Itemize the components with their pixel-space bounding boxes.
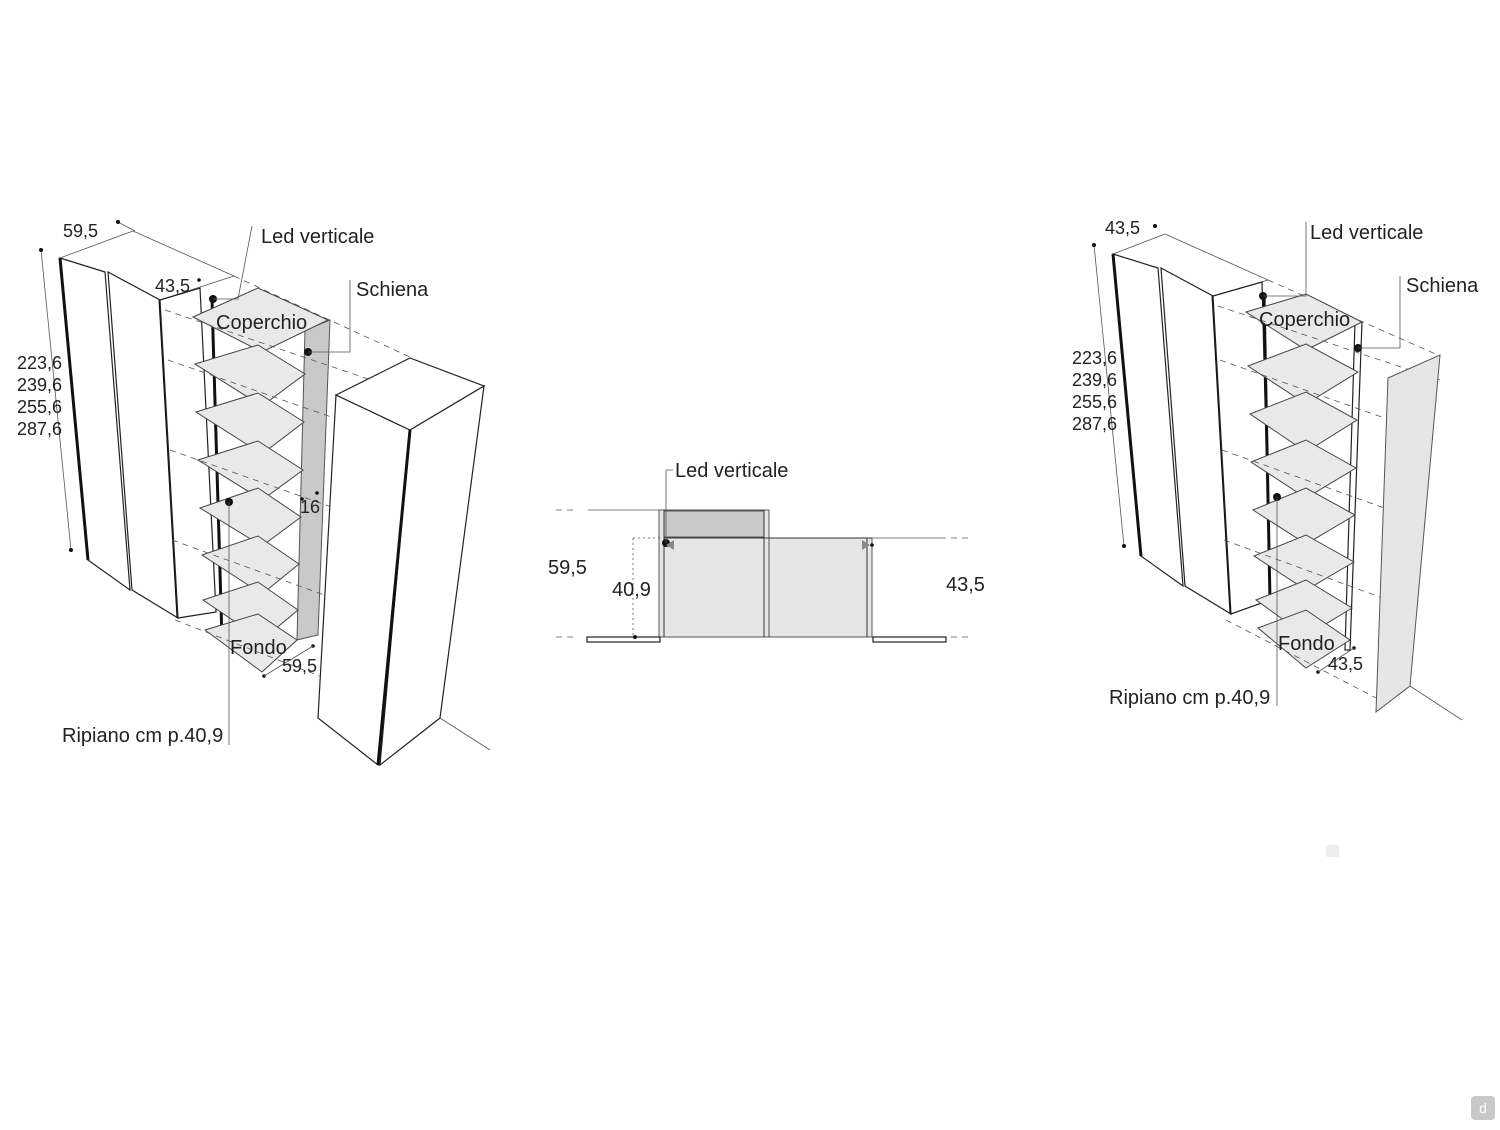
left-led-label: Led verticale <box>261 226 374 248</box>
left-inner-side <box>159 287 217 619</box>
right-top-label: Coperchio <box>1259 309 1350 331</box>
arrow-icon <box>862 540 870 550</box>
shelf <box>1246 343 1360 405</box>
right-height-4: 287,6 <box>1072 414 1117 434</box>
left-height-2: 239,6 <box>17 375 62 395</box>
right-height-3: 255,6 <box>1072 392 1117 412</box>
shelf <box>1249 439 1357 499</box>
depth-guide <box>174 619 331 681</box>
shelf <box>1252 534 1356 591</box>
left-bottom-dim: 59,5 <box>282 656 317 676</box>
back-leader <box>308 280 351 353</box>
depth-guide <box>1223 539 1389 601</box>
shelf <box>194 392 305 455</box>
depth-guide <box>1221 449 1391 511</box>
led-leader <box>665 469 673 543</box>
top-cover <box>191 287 330 353</box>
right-side-panel <box>1375 354 1441 714</box>
arrow-icon <box>666 540 674 550</box>
shelf <box>200 535 300 595</box>
bottom-panel <box>203 613 298 673</box>
dim-dot <box>315 491 319 495</box>
depth-guide <box>171 539 339 601</box>
left-door-plan <box>586 636 661 643</box>
left-bottom-label: Fondo <box>230 637 287 659</box>
left-width-dimension-line <box>117 221 136 232</box>
top-cover <box>1244 293 1364 351</box>
left-height-4: 287,6 <box>17 419 62 439</box>
shelf <box>1248 391 1358 453</box>
left-back-label: Schiena <box>356 279 429 301</box>
led-leader <box>1263 222 1307 297</box>
dim-dot <box>1122 544 1126 548</box>
shelf <box>193 344 306 407</box>
left-top-label: Coperchio <box>216 312 307 334</box>
door-edge <box>1111 253 1143 557</box>
logo-badge: d <box>1471 1096 1495 1120</box>
floor-line <box>439 717 491 751</box>
dim-dot <box>633 635 637 639</box>
center-depth-shelf: 40,9 <box>612 579 651 601</box>
right-led-label: Led verticale <box>1310 222 1423 244</box>
left-side-dim: 16 <box>300 497 320 517</box>
top-dashed-guide <box>1267 279 1441 357</box>
right-cabinet-view: 43,5 223,6 239,6 255,6 287,6 Led vertica… <box>1072 218 1479 721</box>
right-door-plan <box>872 636 947 643</box>
center-led-label: Led verticale <box>675 460 788 482</box>
left-cabinet-view: 59,5 43,5 223,6 239,6 255,6 287,6 Led ve… <box>17 220 491 767</box>
led-leader <box>213 225 253 300</box>
door-edge <box>58 257 90 561</box>
top-edge <box>59 230 134 259</box>
depth-guide <box>1225 619 1381 701</box>
right-width-dim: 43,5 <box>1105 218 1140 238</box>
depth-guide <box>1219 359 1391 421</box>
side-cabinet-edge <box>376 429 412 766</box>
bottom-panel <box>1257 609 1351 669</box>
top-edge <box>132 230 235 277</box>
dim-dot <box>870 543 874 547</box>
back-leader <box>1358 276 1401 349</box>
led-strip <box>1262 295 1272 601</box>
left-depth-dim: 43,5 <box>155 276 190 296</box>
center-depth-right: 43,5 <box>946 574 985 596</box>
dim-dot <box>1092 243 1096 247</box>
left-height-1: 223,6 <box>17 353 62 373</box>
right-cabinet-plan <box>768 537 873 638</box>
right-back-label: Schiena <box>1406 275 1479 297</box>
top-edge <box>1112 233 1166 255</box>
shelf <box>198 487 302 547</box>
left-shelf-label: Ripiano cm p.40,9 <box>62 725 223 747</box>
led-zone <box>663 510 765 538</box>
right-height-1: 223,6 <box>1072 348 1117 368</box>
left-height-3: 255,6 <box>17 397 62 417</box>
right-height-dimension-line <box>1093 244 1125 547</box>
depth-guide <box>167 359 341 421</box>
dim-dot <box>197 278 201 282</box>
bottom-dim-line <box>263 645 314 677</box>
depth-guide <box>169 449 341 511</box>
dim-dot <box>39 248 43 252</box>
right-shelf-label: Ripiano cm p.40,9 <box>1109 687 1270 709</box>
right-height-2: 239,6 <box>1072 370 1117 390</box>
left-width-dim: 59,5 <box>63 221 98 241</box>
shelf <box>196 440 304 501</box>
right-bottom-label: Fondo <box>1278 633 1335 655</box>
dim-dot <box>300 497 304 501</box>
dim-dot <box>1153 224 1157 228</box>
center-plan-view: Led verticale 59,5 40,9 43,5 <box>548 460 985 643</box>
right-bottom-dim: 43,5 <box>1328 654 1363 674</box>
shelf <box>1251 487 1357 545</box>
dim-dot <box>116 220 120 224</box>
bottom-dim-line <box>1317 647 1355 673</box>
top-edge <box>1164 233 1269 281</box>
floor-line <box>1409 685 1463 721</box>
watermark-icon <box>1326 845 1339 857</box>
left-height-dimension-line <box>40 249 72 551</box>
center-depth-left: 59,5 <box>548 557 587 579</box>
dim-dot <box>69 548 73 552</box>
